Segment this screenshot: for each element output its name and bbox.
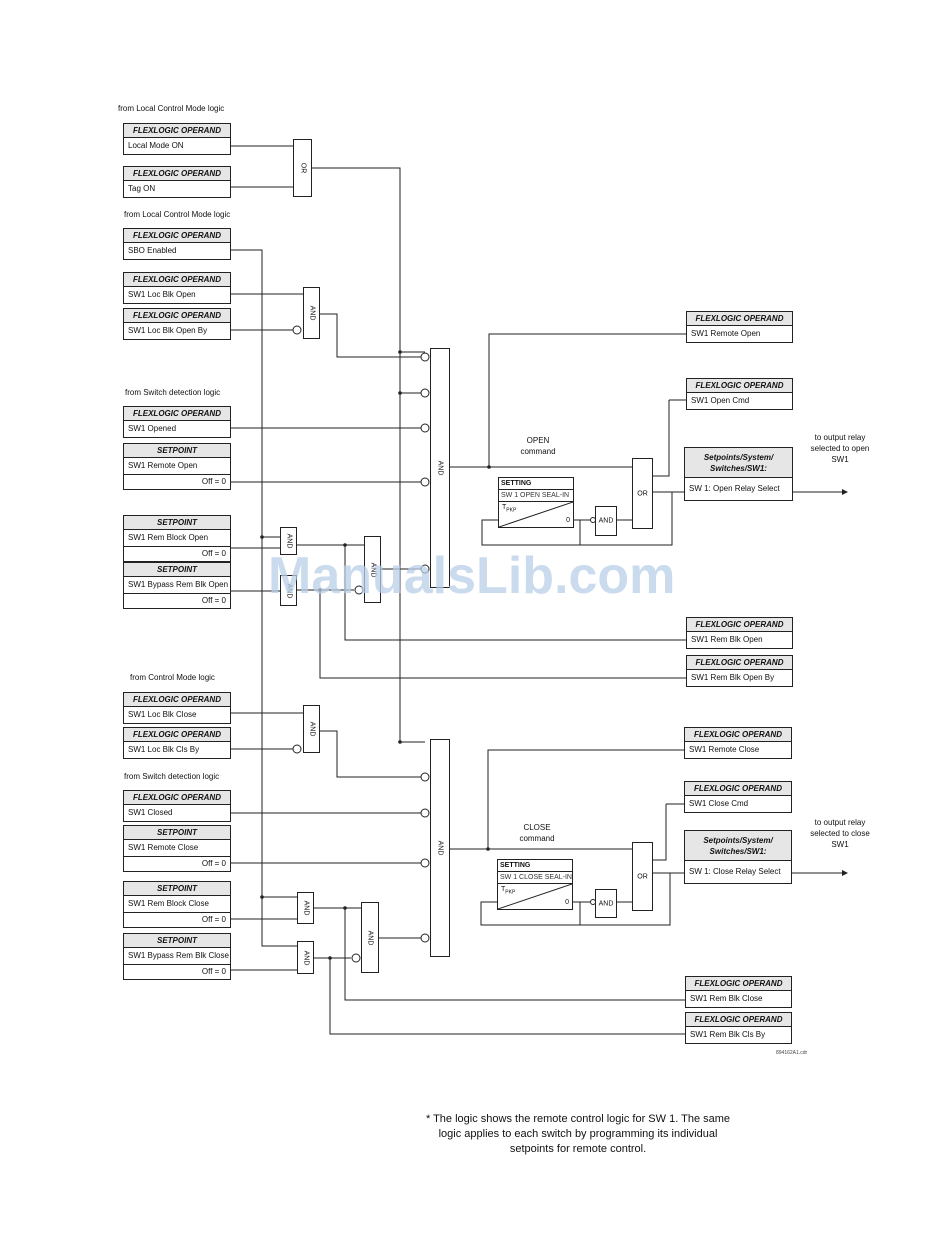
and-gate-close-seal: AND	[595, 889, 617, 918]
and-gate-close-main: AND	[430, 739, 450, 957]
and-gate-open-main: AND	[430, 348, 450, 588]
or-gate-open: OR	[632, 458, 653, 529]
footnote: * The logic shows the remote control log…	[425, 1113, 731, 1155]
open-seal-in-timer: SETTING SW 1 OPEN SEAL-IN TPKP 0	[498, 477, 574, 528]
and-gate-rem-blk-close-combine: AND	[361, 902, 379, 973]
and-gate-loc-blk-close: AND	[303, 705, 320, 753]
output-open-relay-select: Setpoints/System/ Switches/SW1:SW 1: Ope…	[684, 447, 793, 501]
or-gate-local: OR	[293, 139, 312, 197]
from-control-mode-label: from Control Mode logic	[130, 673, 215, 682]
to-output-close-label: to output relay selected to close SW1	[810, 818, 870, 849]
and-gate-rem-blk-open-combine: AND	[364, 536, 381, 603]
from-switch-detection-label-2: from Switch detection logic	[124, 772, 220, 781]
close-seal-in-timer: SETTING SW 1 CLOSE SEAL-IN TPKP 0	[497, 859, 573, 910]
and-gate-loc-blk-open: AND	[303, 287, 320, 339]
and-gate-open-seal: AND	[595, 506, 617, 536]
from-local-mode-label: from Local Control Mode logic	[118, 104, 225, 113]
figure-id: 894162A1.cdr	[776, 1050, 808, 1056]
and-gate-rem-block-close: AND	[297, 892, 314, 924]
to-output-open-label: to output relay selected to open SW1	[810, 433, 870, 464]
or-gate-close: OR	[632, 842, 653, 911]
from-switch-detection-label: from Switch detection logic	[125, 388, 221, 397]
and-gate-bypass-close: AND	[297, 941, 314, 974]
watermark: ManualsLib.com	[268, 547, 676, 605]
output-close-relay-select: Setpoints/System/ Switches/SW1:SW 1: Clo…	[684, 830, 792, 884]
and-gate-bypass-open: AND	[280, 575, 297, 606]
from-local-mode-label-2: from Local Control Mode logic	[124, 210, 231, 219]
and-gate-rem-block-open: AND	[280, 527, 297, 555]
